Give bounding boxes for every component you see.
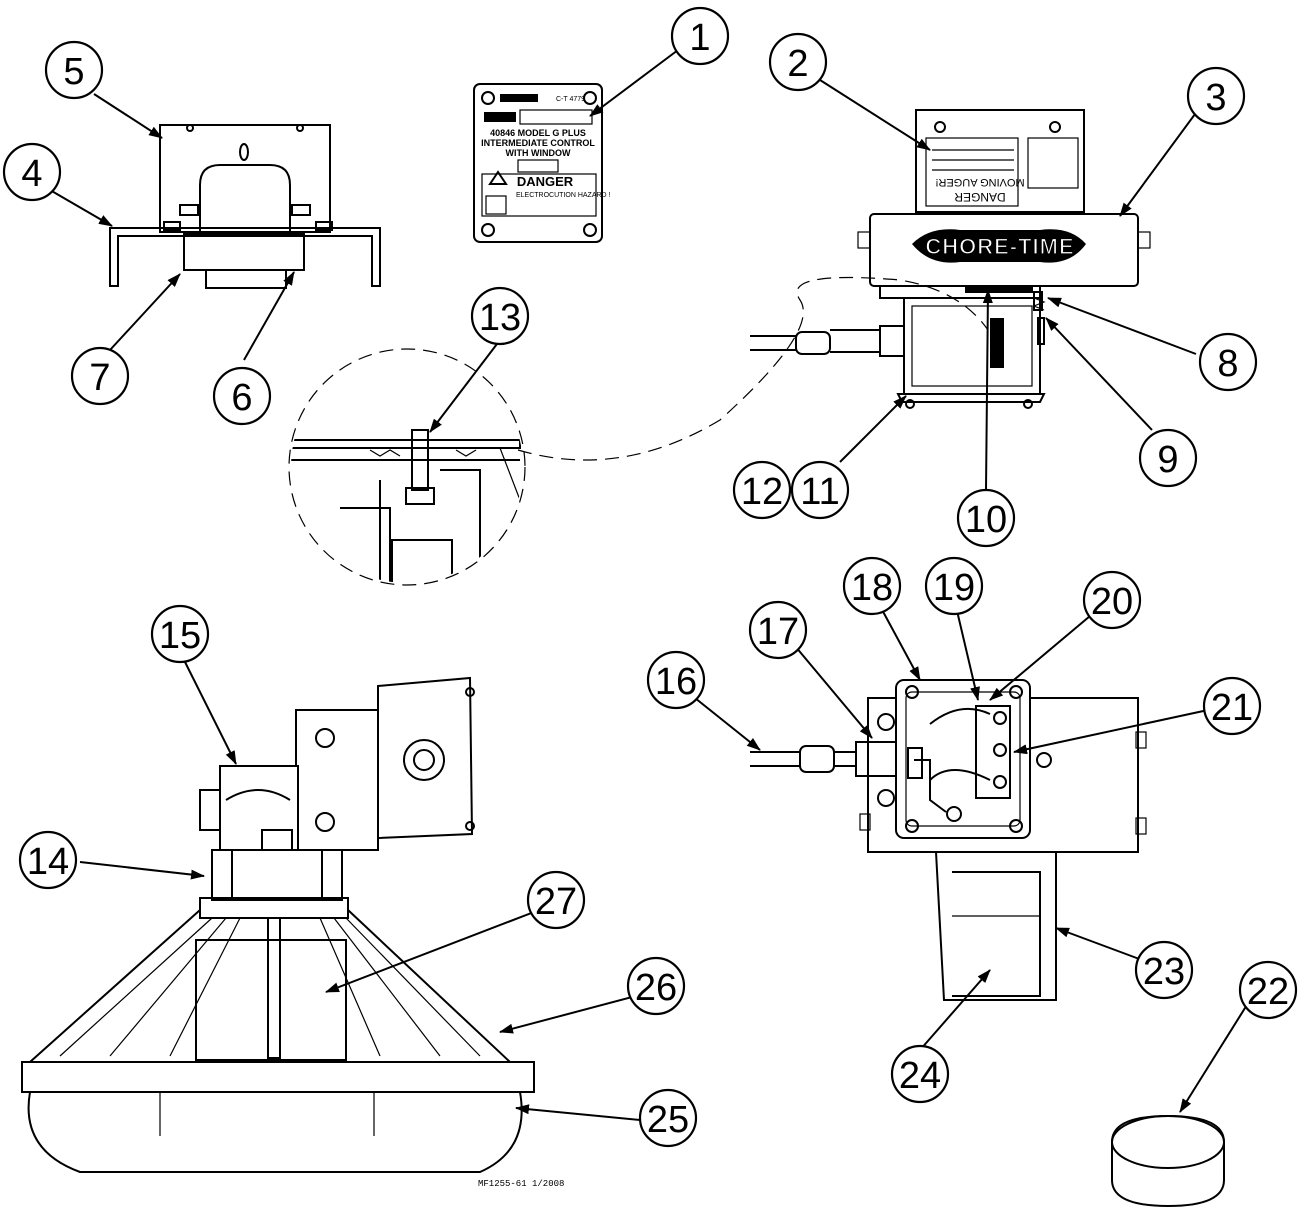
callout-21: 21 — [1202, 676, 1262, 736]
plate-hazard: ELECTROCUTION HAZARD ! — [516, 192, 611, 199]
callout-8: 8 — [1198, 332, 1258, 392]
callout-26: 26 — [626, 956, 686, 1016]
callout-16: 16 — [646, 650, 706, 710]
callout-14: 14 — [18, 830, 78, 890]
callout-22: 22 — [1238, 960, 1298, 1020]
ring-22 — [1111, 1114, 1225, 1208]
control-box-top-right: DANGER MOVING AUGER! CHORE-TIME — [750, 109, 1151, 409]
svg-text:17: 17 — [757, 611, 799, 653]
svg-text:14: 14 — [27, 841, 69, 883]
bracket-assembly — [109, 124, 381, 289]
plate-model: 40846 MODEL G PLUS — [490, 128, 586, 138]
svg-text:26: 26 — [635, 967, 677, 1009]
callout-27: 27 — [526, 870, 586, 930]
svg-text:5: 5 — [63, 51, 84, 93]
svg-text:12: 12 — [741, 471, 783, 513]
decal-subtitle: MOVING AUGER! — [935, 176, 1024, 188]
svg-text:15: 15 — [159, 615, 201, 657]
callout-20: 20 — [1082, 570, 1142, 630]
callout-2: 2 — [768, 32, 828, 92]
callout-9: 9 — [1138, 428, 1198, 488]
svg-text:21: 21 — [1211, 687, 1253, 729]
callout-1: 1 — [670, 6, 730, 66]
drawing-number: MF1255-61 1/2008 — [478, 1179, 564, 1189]
callout-3: 3 — [1186, 66, 1246, 126]
svg-text:19: 19 — [933, 567, 975, 609]
label-plate: C-T 4779 40846 MODEL G PLUS INTERMEDIATE… — [473, 83, 611, 243]
detail-view-13 — [288, 276, 989, 586]
svg-text:9: 9 — [1157, 439, 1178, 481]
svg-text:8: 8 — [1217, 343, 1238, 385]
callout-5: 5 — [44, 40, 104, 100]
svg-text:2: 2 — [787, 43, 808, 85]
svg-text:22: 22 — [1247, 971, 1289, 1013]
callout-4: 4 — [2, 142, 62, 202]
svg-text:24: 24 — [899, 1055, 941, 1097]
svg-text:10: 10 — [965, 499, 1007, 541]
callout-23: 23 — [1134, 940, 1194, 1000]
plate-line2: INTERMEDIATE CONTROL — [481, 138, 595, 148]
callout-11: 11 — [790, 460, 850, 520]
callout-7: 7 — [70, 346, 130, 406]
callout-25: 25 — [638, 1088, 698, 1148]
callout-12: 12 — [732, 460, 792, 520]
svg-text:20: 20 — [1091, 581, 1133, 623]
svg-text:1: 1 — [689, 17, 710, 59]
svg-text:27: 27 — [535, 881, 577, 923]
brand-label: CHORE-TIME — [925, 234, 1074, 259]
callout-13: 13 — [470, 286, 530, 346]
svg-text:11: 11 — [800, 471, 839, 513]
svg-text:25: 25 — [647, 1099, 689, 1141]
decal-title: DANGER — [954, 190, 1006, 204]
svg-text:3: 3 — [1205, 77, 1226, 119]
callout-17: 17 — [748, 600, 808, 660]
leader-lines — [49, 49, 1251, 1121]
plate-code: C-T 4779 — [556, 96, 585, 103]
callout-19: 19 — [924, 556, 984, 616]
plate-danger: DANGER — [517, 174, 574, 189]
callout-6: 6 — [212, 366, 272, 426]
svg-text:16: 16 — [655, 661, 697, 703]
callout-15: 15 — [150, 604, 210, 664]
svg-text:7: 7 — [89, 357, 110, 399]
svg-text:13: 13 — [479, 297, 521, 339]
svg-text:23: 23 — [1143, 951, 1185, 993]
plate-line3: WITH WINDOW — [506, 148, 571, 158]
control-box-open — [750, 679, 1147, 1001]
svg-text:18: 18 — [851, 567, 893, 609]
callout-18: 18 — [842, 556, 902, 616]
callout-24: 24 — [890, 1044, 950, 1104]
svg-text:6: 6 — [231, 377, 252, 419]
svg-text:4: 4 — [21, 153, 42, 195]
callout-10: 10 — [956, 488, 1016, 548]
pan-assembly — [21, 676, 535, 1173]
callouts: 1 2 3 4 5 6 7 8 9 10 11 12 13 14 15 16 1… — [2, 6, 1298, 1148]
